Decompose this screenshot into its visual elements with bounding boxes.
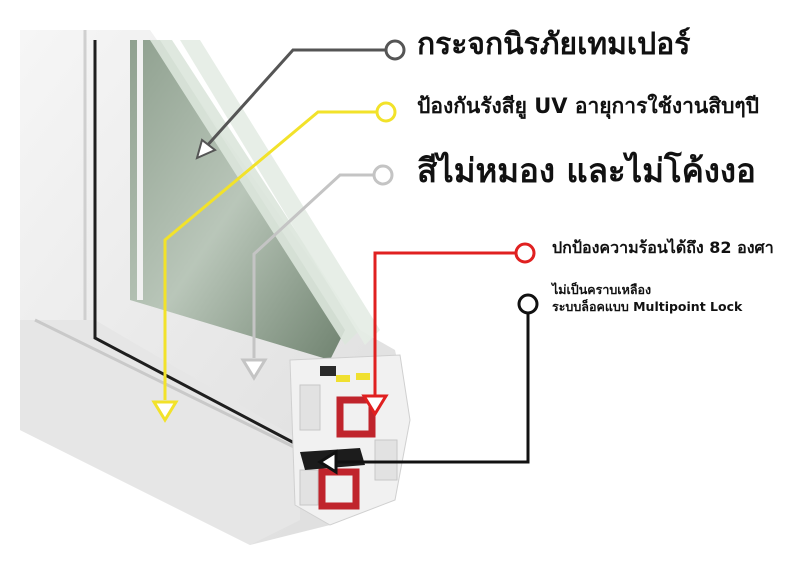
callout-arrowhead [240,358,268,381]
steel-reinforcement [336,396,376,438]
feature-label-uv-protection: ป้องกันรังสียู UV อายุการใช้งานสิบๆปี [417,94,760,118]
callout-line-color [252,173,381,358]
callout-arrowhead [317,449,338,475]
callout-dot [375,101,397,123]
callout-line-glass [203,48,393,150]
callout-arrowhead [151,400,179,423]
callout-arrowhead [195,138,217,160]
steel-reinforcement [318,468,360,510]
glass-layer [150,40,360,345]
glass-pane [130,40,345,360]
profile-chamber [374,439,398,481]
callout-line-heat [373,251,522,396]
callout-dot [517,293,539,315]
spacer-mark [336,375,350,382]
callout-line-lock [336,307,530,464]
feature-label-no-yellowing: ไม่เป็นคราบเหลือง [552,282,652,297]
callout-line-uv [163,110,384,400]
callout-arrowhead [361,394,389,417]
frame-edge-line [34,318,301,452]
callout-dot [514,242,536,264]
profile-chamber [299,384,321,431]
glass-layer [180,40,380,345]
frame-bevel-shadow [20,320,300,545]
gasket-block [320,366,336,376]
feature-label-multipoint-lock: ระบบล็อคแบบ Multipoint Lock [552,299,743,314]
feature-label-tempered-glass: กระจกนิรภัยเทมเปอร์ [417,27,691,62]
spacer-mark [356,373,370,380]
gasket-line [93,40,301,448]
feature-label-heat-protection: ปกป้องความร้อนได้ถึง 82 องศา [552,238,774,257]
callout-dot [372,164,394,186]
feature-label-color-stable: สีไม่หมอง และไม่โค้งงอ [417,151,756,190]
callout-dot [384,39,406,61]
profile-chamber [299,469,319,506]
